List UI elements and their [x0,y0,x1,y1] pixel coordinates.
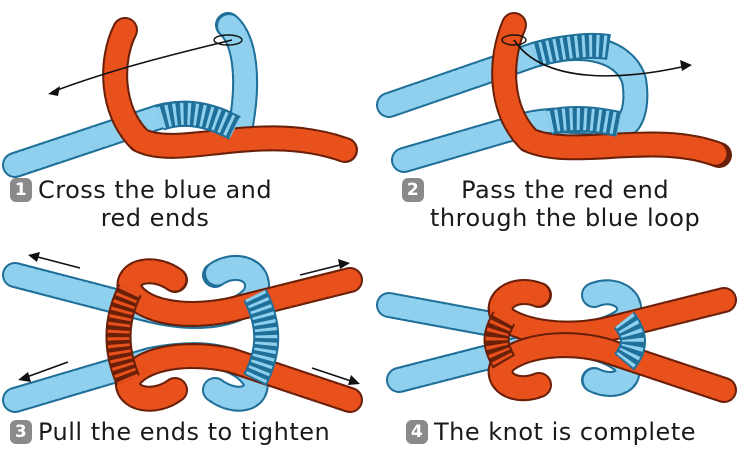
step-3-caption: 3 Pull the ends to tighten [10,418,330,446]
step-1-text: Cross the blue and red ends [38,176,272,232]
step-4-line-1: The knot is complete [434,418,696,446]
step-1-line-1: Cross the blue and [38,176,273,204]
step-1-badge: 1 [10,178,32,202]
step-4-text: The knot is complete [434,418,696,446]
step-1-illustration [2,12,358,178]
step-2-panel: 2 Pass the red end through the blue loop [374,0,748,240]
step-4-illustration [376,279,737,403]
step-3-line-1: Pull the ends to tighten [38,418,331,446]
step-3-badge: 3 [10,420,32,444]
step-2-text: Pass the red end through the blue loop [430,176,700,232]
step-4-badge: 4 [406,420,428,444]
step-3-illustration [2,252,363,413]
step-1-panel: 1 Cross the blue and red ends [0,0,374,240]
step-1-caption: 1 Cross the blue and red ends [10,176,272,232]
step-2-line-2: through the blue loop [430,204,701,232]
step-2-caption: 2 Pass the red end through the blue loop [402,176,700,232]
step-2-illustration [376,12,732,173]
step-3-text: Pull the ends to tighten [38,418,330,446]
step-2-badge: 2 [402,178,424,202]
step-4-caption: 4 The knot is complete [406,418,696,446]
step-2-line-1: Pass the red end [461,176,670,204]
step-1-line-2: red ends [100,204,210,232]
step-4-panel: 4 The knot is complete [374,240,748,449]
step-3-panel: 3 Pull the ends to tighten [0,240,374,449]
